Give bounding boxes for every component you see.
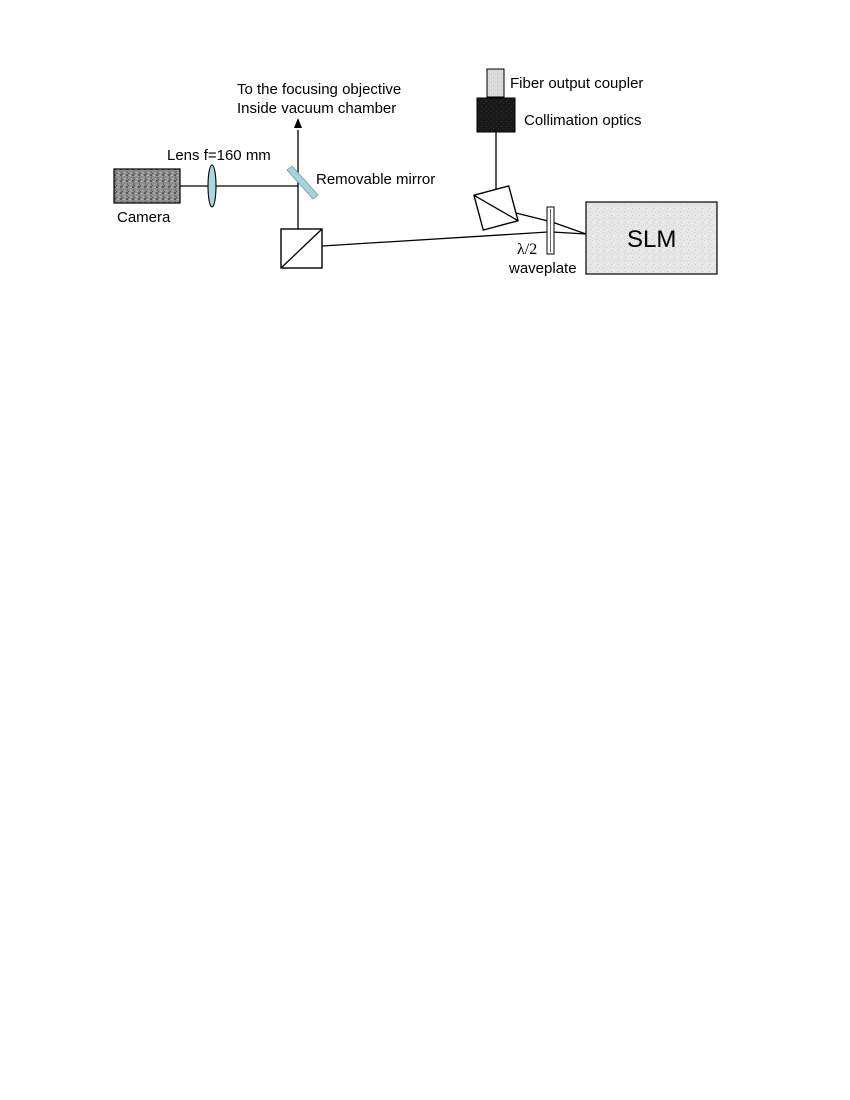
beam-waveplate-to-slm-2 [551, 231, 587, 235]
slm-label: SLM [627, 226, 676, 253]
removable-mirror-icon [286, 165, 319, 200]
slm-device [585, 201, 718, 275]
beam-splitter-cube-upper [473, 185, 519, 231]
removable-mirror-label: Removable mirror [316, 171, 435, 188]
lens-label: Lens f=160 mm [167, 147, 271, 164]
camera-label: Camera [117, 209, 171, 226]
arrow-to-objective-icon [294, 118, 302, 128]
collimation-optics-label: Collimation optics [524, 112, 642, 129]
camera-body [113, 168, 181, 204]
collimation-optics [476, 97, 516, 133]
focusing-objective-label-line2: Inside vacuum chamber [237, 100, 396, 117]
fiber-output-coupler-label: Fiber output coupler [510, 75, 643, 92]
beam-splitter-lower-diagonal [280, 228, 323, 269]
focusing-objective-label-line1: To the focusing objective [237, 81, 401, 98]
beam-cube-to-waveplate-upper [511, 211, 553, 223]
beam-waveplate-to-slm-1 [551, 221, 587, 235]
waveplate-symbol-label: λ/2 [517, 241, 537, 258]
beam-cube-to-waveplate [321, 231, 549, 247]
waveplate-label: waveplate [508, 260, 577, 277]
lens-icon [207, 164, 217, 208]
fiber-output-coupler [486, 68, 505, 98]
